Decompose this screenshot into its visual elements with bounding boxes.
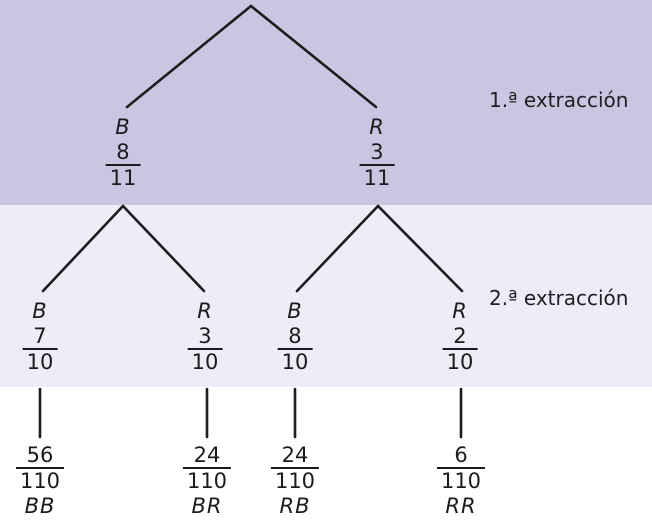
branch-root-to-R [249,4,378,109]
node-second-draw-R-after-B: R 3 10 [187,299,223,374]
outcome-letter: B [115,115,131,139]
fraction-numerator: 56 [26,443,54,467]
outcome-letter: R [197,299,213,323]
leaf-BB: 56 110 BB [15,443,65,519]
fraction-numerator: 24 [281,443,309,467]
probability-fraction: 8 10 [277,324,313,374]
outcome-pair-label: BB [24,494,56,519]
outcome-letter: R [369,115,385,139]
fraction-numerator: 8 [288,324,302,349]
probability-fraction: 8 11 [105,140,141,190]
probability-fraction: 3 10 [187,324,223,374]
branch-R-to-RR [376,204,464,293]
outcome-pair-label: RB [279,494,311,519]
fraction-numerator: 8 [116,140,130,165]
fraction-numerator: 7 [33,324,47,349]
probability-fraction: 2 10 [442,324,478,374]
leaf-BR: 24 110 BR [182,443,232,519]
node-second-draw-R-after-R: R 2 10 [442,299,478,374]
fraction-numerator: 3 [198,324,212,349]
stage2-label: 2.ª extracción [489,286,629,310]
branch-root-to-B [125,4,253,109]
leaf-RR: 6 110 RR [436,443,486,519]
branch-B-to-BR [121,204,206,293]
node-second-draw-B-after-B: B 7 10 [22,299,58,374]
second-extraction-band [0,205,652,387]
branch-R-to-RB [295,204,380,293]
fraction-denominator: 11 [359,164,395,190]
outcome-probability-fraction: 6 110 [436,443,486,493]
outcome-pair-label: BR [191,494,223,519]
fraction-denominator: 110 [15,467,65,493]
fraction-denominator: 110 [182,467,232,493]
outcome-letter: R [452,299,468,323]
node-second-draw-B-after-R: B 8 10 [277,299,313,374]
fraction-denominator: 110 [270,467,320,493]
leaf-RB: 24 110 RB [270,443,320,519]
node-first-draw-R: R 3 11 [359,115,395,190]
fraction-denominator: 11 [105,164,141,190]
outcome-pair-label: RR [445,494,477,519]
fraction-numerator: 2 [453,324,467,349]
fraction-numerator: 3 [370,140,384,165]
fraction-denominator: 10 [187,348,223,374]
outcome-probability-fraction: 24 110 [182,443,232,493]
stage1-label: 1.ª extracción [489,88,629,112]
fraction-denominator: 110 [436,467,486,493]
outcomes-band [0,387,652,531]
probability-fraction: 7 10 [22,324,58,374]
probability-fraction: 3 11 [359,140,395,190]
fraction-denominator: 10 [22,348,58,374]
outcome-letter: B [32,299,48,323]
branch-B-to-BB [41,204,125,293]
first-extraction-band [0,0,652,205]
fraction-numerator: 24 [193,443,221,467]
outcome-probability-fraction: 56 110 [15,443,65,493]
outcome-probability-fraction: 24 110 [270,443,320,493]
fraction-numerator: 6 [454,443,468,467]
outcome-letter: B [287,299,303,323]
fraction-denominator: 10 [277,348,313,374]
node-first-draw-B: B 8 11 [105,115,141,190]
fraction-denominator: 10 [442,348,478,374]
